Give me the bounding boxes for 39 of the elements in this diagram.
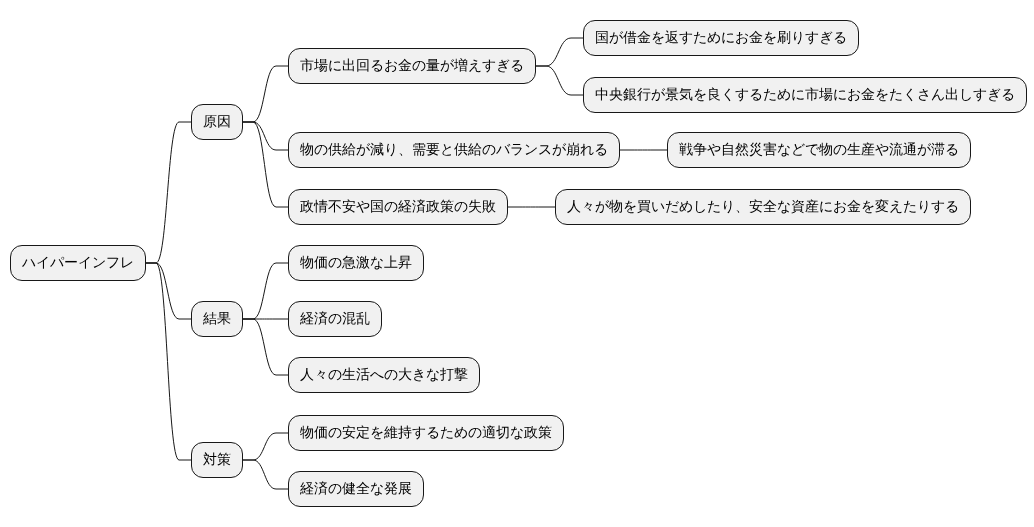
topic-box <box>288 357 480 393</box>
topic-text: 結果 <box>203 310 231 328</box>
topic-text: 人々が物を買いだめしたり、安全な資産にお金を変えたりする <box>567 198 959 216</box>
connector-line <box>242 318 289 376</box>
connector-line <box>535 65 584 96</box>
topic-text: 経済の健全な発展 <box>300 480 412 498</box>
connector-line <box>145 262 192 461</box>
connector-line <box>242 121 289 208</box>
topic-text: 中央銀行が景気を良くするために市場にお金をたくさん出しすぎる <box>595 86 1015 104</box>
topic-text: 物の供給が減り、需要と供給のバランスが崩れる <box>300 141 608 159</box>
topic-box <box>288 245 424 281</box>
topic-box <box>288 132 620 168</box>
topic-box <box>583 20 859 56</box>
topic-box <box>288 471 424 507</box>
topic-text: 政情不安や国の経済政策の失敗 <box>300 198 496 216</box>
topic-box <box>583 77 1027 113</box>
topic-box <box>191 301 243 337</box>
topic-text: 経済の混乱 <box>300 310 370 328</box>
topic-text: 人々の生活への大きな打撃 <box>300 366 468 384</box>
topic-box <box>191 104 243 140</box>
connector-line <box>242 459 289 490</box>
topic-text: 戦争や自然災害などで物の生産や流通が滞る <box>679 141 959 159</box>
topic-box <box>288 189 508 225</box>
topic-box <box>288 48 536 84</box>
topic-box <box>667 132 971 168</box>
topic-box <box>555 189 971 225</box>
topic-text: 国が借金を返すためにお金を刷りすぎる <box>595 29 847 47</box>
connector-line <box>619 149 668 151</box>
connector-line <box>507 206 556 208</box>
topic-text: 物価の安定を維持するための適切な政策 <box>300 424 552 442</box>
topic-text: 原因 <box>203 113 231 131</box>
topic-box <box>288 301 382 337</box>
topic-text: 物価の急激な上昇 <box>300 254 412 272</box>
topic-box <box>288 415 564 451</box>
topic-box <box>191 442 243 478</box>
topic-text: ハイパーインフレ <box>22 254 134 272</box>
topic-text: 対策 <box>203 451 231 469</box>
topic-box <box>10 245 146 281</box>
topic-text: 市場に出回るお金の量が増えすぎる <box>300 57 524 75</box>
